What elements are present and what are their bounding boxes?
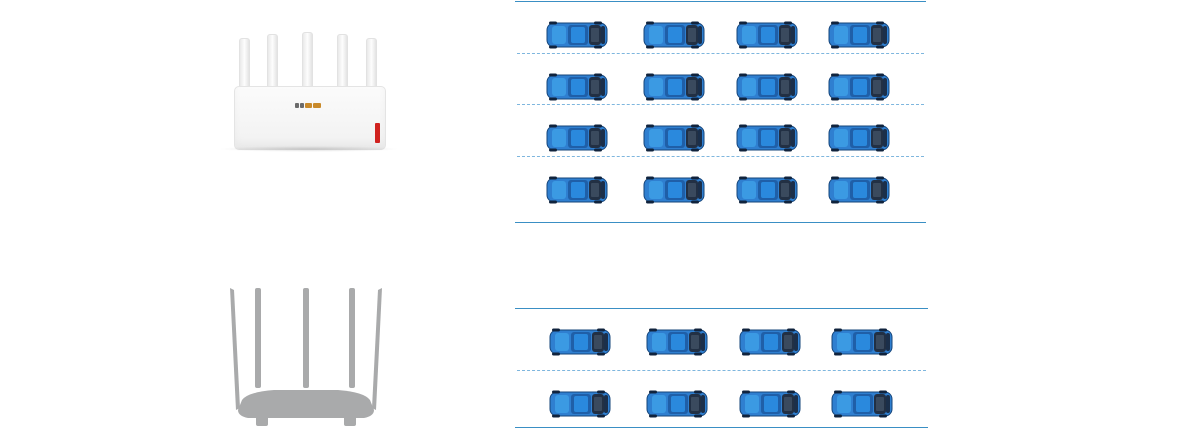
- lane-divider-line: [517, 104, 924, 105]
- car-icon: [739, 328, 801, 356]
- lane-divider-line: [517, 370, 926, 371]
- car-icon: [643, 73, 705, 100]
- car-icon: [739, 390, 801, 418]
- car-icon: [736, 124, 798, 152]
- lane-boundary-line: [515, 1, 926, 2]
- car-icon: [646, 328, 708, 356]
- antenna: [366, 38, 377, 97]
- car-icon: [828, 124, 890, 152]
- antenna: [267, 34, 278, 93]
- lane-boundary-line: [515, 308, 928, 309]
- lane-boundary-line: [515, 222, 926, 223]
- car-icon: [643, 176, 705, 203]
- car-icon: [828, 73, 890, 100]
- car-icon: [646, 390, 708, 418]
- car-icon: [736, 176, 798, 203]
- car-icon: [828, 176, 890, 203]
- car-icon: [831, 390, 893, 418]
- lane-divider-line: [517, 52, 924, 54]
- antenna: [337, 34, 348, 93]
- car-icon: [736, 73, 798, 100]
- lane-divider-line: [517, 155, 924, 157]
- car-icon: [831, 328, 893, 356]
- car-icon: [549, 328, 611, 356]
- car-icon: [549, 390, 611, 418]
- red-accent-strip: [375, 123, 380, 143]
- car-icon: [546, 21, 608, 49]
- car-icon: [828, 21, 890, 49]
- antenna: [239, 38, 250, 97]
- car-icon: [643, 124, 705, 152]
- car-icon: [546, 176, 608, 203]
- router-shadow: [218, 146, 400, 152]
- router-silhouette-icon: [230, 288, 382, 426]
- car-icon: [546, 73, 608, 100]
- car-icon: [736, 21, 798, 49]
- antenna: [302, 32, 313, 91]
- brand-logo-icon: [295, 103, 321, 108]
- car-icon: [546, 124, 608, 152]
- car-icon: [643, 21, 705, 49]
- router-top-icon: [214, 20, 404, 160]
- router-body: [234, 86, 386, 150]
